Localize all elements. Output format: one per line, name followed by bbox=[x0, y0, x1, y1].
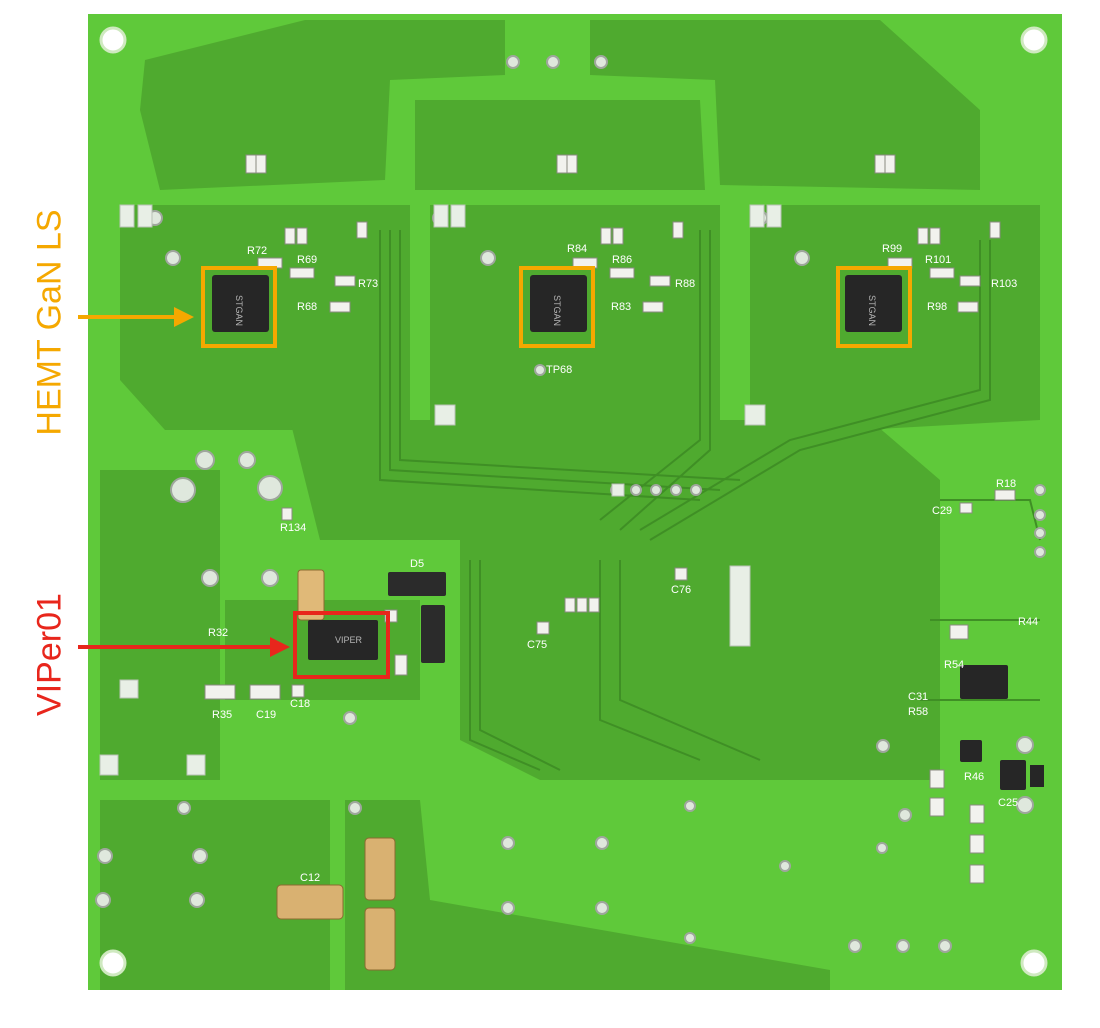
silk-label: C29 bbox=[932, 505, 952, 517]
mounting-holes bbox=[99, 26, 1048, 977]
q10-marking: STGAN bbox=[552, 295, 562, 326]
silk-label: C18 bbox=[290, 698, 310, 710]
silk-label: R46 bbox=[964, 771, 984, 783]
q8-marking: STGAN bbox=[234, 295, 244, 326]
silk-label: R58 bbox=[908, 706, 928, 718]
silk-label: R18 bbox=[996, 478, 1016, 490]
silk-label: TP68 bbox=[546, 364, 572, 376]
silk-label: R69 bbox=[297, 254, 317, 266]
silk-label: R101 bbox=[925, 254, 951, 266]
viper-arrow-head bbox=[270, 637, 290, 657]
silkscreen-labels: R72 R69 R73 R68 R84 R86 R88 R83 R99 R101… bbox=[208, 243, 1038, 884]
silk-label: C75 bbox=[527, 639, 547, 651]
q8-highlight-box bbox=[201, 266, 277, 348]
silk-label: C25 bbox=[998, 797, 1018, 809]
viper-highlight-box bbox=[293, 611, 390, 679]
silk-label: C76 bbox=[671, 584, 691, 596]
silk-label: R35 bbox=[212, 709, 232, 721]
silk-label: R99 bbox=[882, 243, 902, 255]
silk-label: R134 bbox=[280, 522, 306, 534]
arrows bbox=[78, 307, 290, 657]
silk-label: R88 bbox=[675, 278, 695, 290]
silk-label: R98 bbox=[927, 301, 947, 313]
smd-components bbox=[204, 154, 1016, 884]
silk-label: R103 bbox=[991, 278, 1017, 290]
silk-label: R32 bbox=[208, 627, 228, 639]
viper-ic-package: VIPER bbox=[308, 620, 378, 660]
viper01-label: VIPer01 bbox=[30, 593, 69, 716]
viper-marking: VIPER bbox=[335, 635, 363, 645]
silk-label: R73 bbox=[358, 278, 378, 290]
silk-label: R72 bbox=[247, 245, 267, 257]
q12-highlight-box bbox=[836, 266, 912, 348]
q10-highlight-box bbox=[519, 266, 595, 348]
silk-label: R44 bbox=[1018, 616, 1038, 628]
hemt-gan-ls-label: HEMT GaN LS bbox=[30, 209, 69, 436]
large-components bbox=[276, 569, 1044, 971]
highlight-boxes bbox=[201, 266, 912, 679]
silk-label: R68 bbox=[297, 301, 317, 313]
silk-label: R83 bbox=[611, 301, 631, 313]
silk-label: R84 bbox=[567, 243, 587, 255]
gan-transistors bbox=[212, 275, 902, 332]
copper-pours bbox=[100, 20, 1040, 990]
chip-markings: STGAN STGAN STGAN bbox=[234, 295, 877, 326]
silk-label: C12 bbox=[300, 872, 320, 884]
silk-label: R54 bbox=[944, 659, 964, 671]
hemt-arrow-head bbox=[174, 307, 194, 327]
silk-label: C31 bbox=[908, 691, 928, 703]
q12-marking: STGAN bbox=[867, 295, 877, 326]
silk-label: R86 bbox=[612, 254, 632, 266]
silk-label: C19 bbox=[256, 709, 276, 721]
connector-pads bbox=[99, 204, 782, 776]
silk-label: D5 bbox=[410, 558, 424, 570]
